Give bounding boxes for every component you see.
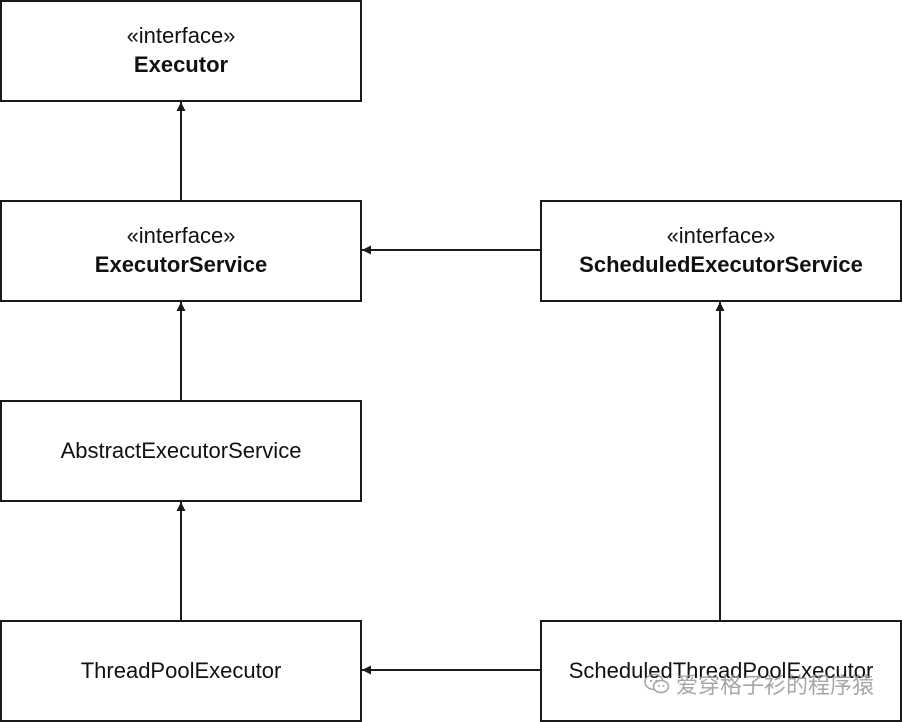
abstract-executor-service-box: AbstractExecutorService xyxy=(0,400,362,502)
executor-service-stereotype: «interface» xyxy=(126,223,236,248)
scheduled-executor-service-stereotype: «interface» xyxy=(666,223,776,248)
scheduled-thread-pool-executor-box: ScheduledThreadPoolExecutor xyxy=(540,620,902,722)
scheduled-executor-service-name: ScheduledExecutorService xyxy=(579,252,863,277)
thread-pool-executor-name: ThreadPoolExecutor xyxy=(80,658,282,683)
scheduled-executor-service-box: «interface» ScheduledExecutorService xyxy=(540,200,902,302)
executor-stereotype: «interface» xyxy=(126,23,236,48)
thread-pool-executor-box: ThreadPoolExecutor xyxy=(0,620,362,722)
scheduled-thread-pool-executor-name: ScheduledThreadPoolExecutor xyxy=(568,658,874,683)
watermark-text: 爱穿格子衫的程序猿 xyxy=(676,674,875,699)
executor-service-name: ExecutorService xyxy=(94,252,268,277)
abstract-executor-service-name: AbstractExecutorService xyxy=(60,438,302,463)
executor-box: «interface» Executor xyxy=(0,0,362,102)
wechat-icon xyxy=(644,673,670,694)
executor-name: Executor xyxy=(133,52,229,77)
watermark: 爱穿格子衫的程序猿 xyxy=(644,668,874,700)
executor-service-box: «interface» ExecutorService xyxy=(0,200,362,302)
